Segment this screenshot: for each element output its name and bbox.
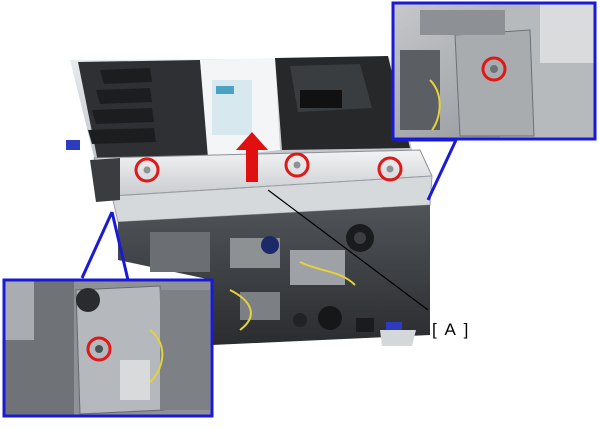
screw-marker: [86, 336, 112, 362]
main-photo: [66, 56, 433, 346]
screw-marker: [377, 156, 403, 182]
leader-line: [267, 189, 429, 311]
inset-bottom-left: [2, 278, 214, 418]
screw-marker: [481, 56, 507, 82]
up-arrow-icon: [236, 132, 268, 182]
inset-top-right: [391, 1, 597, 141]
callout-label-a: [ A ]: [432, 320, 471, 339]
screw-marker: [134, 157, 160, 183]
screw-marker: [284, 152, 310, 178]
